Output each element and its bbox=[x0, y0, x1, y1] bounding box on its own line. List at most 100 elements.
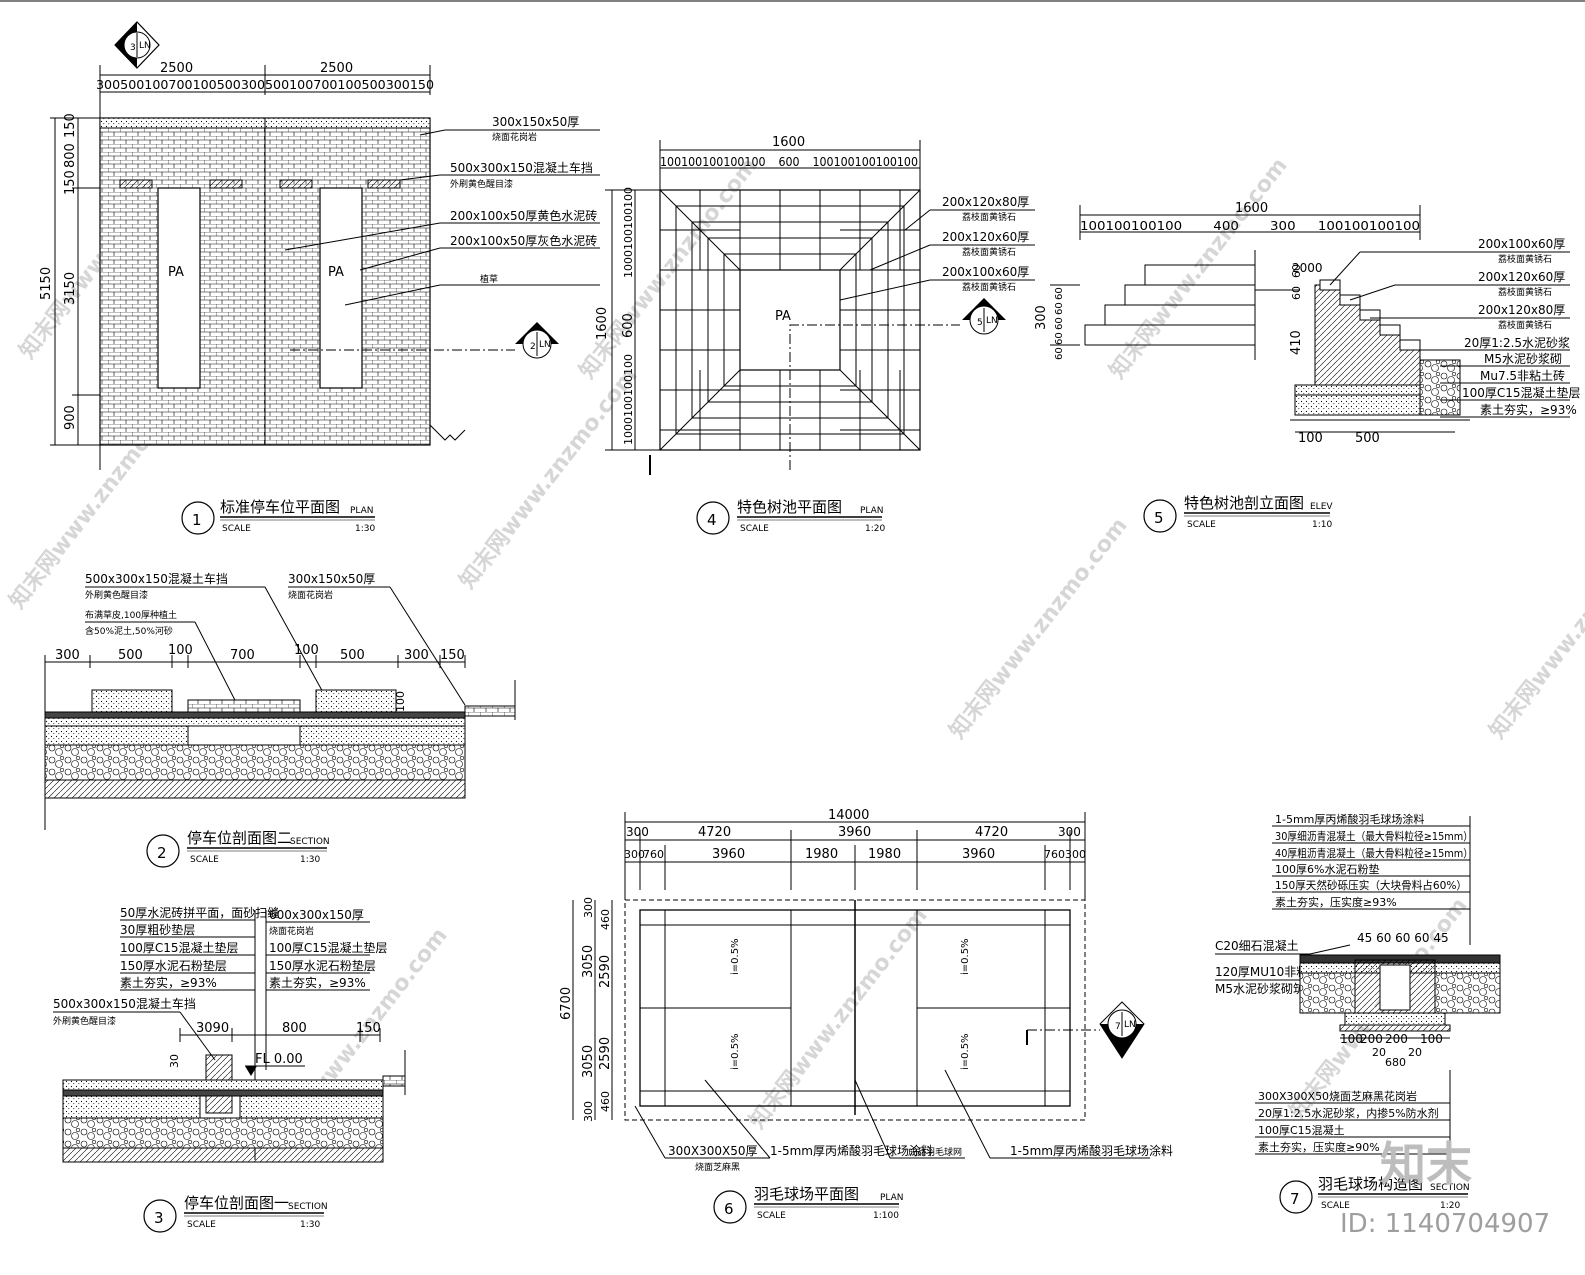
note: 外刷黄色醒目漆 bbox=[53, 1015, 116, 1027]
dim-v: 30 bbox=[168, 1054, 181, 1068]
dim-bottom2: 20 bbox=[1408, 1046, 1422, 1059]
scale-label: SCALE bbox=[757, 1211, 786, 1221]
dim-left1: 300 bbox=[582, 1101, 595, 1122]
note: M5水泥砂浆砌筑 bbox=[1215, 981, 1305, 996]
dim-row1: 4720 bbox=[698, 825, 731, 840]
dim-total: 14000 bbox=[828, 808, 869, 823]
dim-left-small: 1000100100100 bbox=[622, 354, 635, 445]
dim-left1: 3050 bbox=[581, 1045, 596, 1078]
layer: 20厚1:2.5水泥砂浆，内掺5%防水剂 bbox=[1258, 1106, 1439, 1120]
layer: 50厚水泥砖拼平面，面砂扫缝 bbox=[120, 905, 279, 920]
marker-number: 3 bbox=[130, 43, 136, 53]
dim-row2: 760 bbox=[1044, 848, 1065, 861]
detail-en: PLAN bbox=[880, 1193, 904, 1203]
slope: i=0.5% bbox=[730, 1033, 741, 1070]
detail-title: 羽毛球场平面图 bbox=[754, 1185, 859, 1203]
dim-left: 60 bbox=[1054, 302, 1065, 315]
fl-label: FL 0.00 bbox=[255, 1052, 303, 1067]
pa-label: PA bbox=[328, 265, 344, 280]
layer: 300X300X50烧面芝麻黑花岗岩 bbox=[1258, 1089, 1417, 1103]
dim-left: 800 bbox=[63, 143, 78, 168]
dim-left: 150 bbox=[63, 170, 78, 195]
scale: 1:10 bbox=[1312, 520, 1332, 530]
dim: 100 bbox=[168, 643, 193, 658]
note: 100厚C15混凝土垫层 bbox=[1462, 385, 1581, 400]
detail-1-parking-plan: 3 LN 2500 2500 3005001007001005003005001… bbox=[39, 21, 600, 535]
dim: 3090 bbox=[196, 1021, 229, 1036]
scale: 1:20 bbox=[1440, 1201, 1460, 1211]
note: 荔枝面黄锈石 bbox=[962, 281, 1016, 293]
watermark: 知末网www.znzmo.com bbox=[1484, 513, 1585, 744]
dims-top: 45 60 60 60 45 bbox=[1357, 931, 1449, 945]
note: 成品羽毛球网 bbox=[908, 1146, 962, 1158]
dim-row2: 1980 bbox=[805, 847, 838, 862]
pa-label: PA bbox=[775, 309, 791, 324]
dim-row2: 3960 bbox=[962, 847, 995, 862]
dim-left: 3150 bbox=[63, 272, 78, 305]
dim-left-mid: 600 bbox=[621, 313, 636, 338]
layer: 150厚水泥石粉垫层 bbox=[269, 958, 376, 973]
marker-sheet: LN bbox=[1124, 1020, 1136, 1030]
detail-title: 标准停车位平面图 bbox=[220, 498, 340, 516]
dim-row1: 3960 bbox=[838, 825, 871, 840]
marker-number: 5 bbox=[977, 318, 983, 328]
scale: 1:30 bbox=[300, 1220, 320, 1230]
layer: 烧面花岗岩 bbox=[269, 925, 314, 937]
detail-en: SECTION bbox=[288, 1202, 328, 1212]
note: 荔枝面黄锈石 bbox=[962, 246, 1016, 258]
dim-row2: 300 bbox=[1065, 848, 1086, 861]
dim-bottom2: 680 bbox=[1385, 1056, 1406, 1069]
detail-title: 特色树池剖立面图 bbox=[1184, 494, 1304, 512]
dim-total: 1600 bbox=[772, 135, 805, 150]
detail-title: 停车位剖面图一 bbox=[184, 1194, 289, 1212]
note: 300X300X50厚 bbox=[668, 1144, 758, 1158]
scale: 1:20 bbox=[865, 524, 885, 534]
layer: 40厚粗沥青混凝土（最大骨料粒径≥15mm） bbox=[1275, 846, 1473, 860]
note: 500x300x150混凝土车挡 bbox=[53, 996, 196, 1011]
detail-number: 5 bbox=[1154, 509, 1164, 527]
layer: 30厚粗砂垫层 bbox=[120, 922, 195, 937]
note: 1-5mm厚丙烯酸羽毛球场涂料 bbox=[1010, 1143, 1173, 1158]
layer: 100厚C15混凝土垫层 bbox=[120, 940, 239, 955]
detail-en: SECTION bbox=[1430, 1183, 1470, 1193]
dim-left-total: 5150 bbox=[39, 267, 54, 300]
dim: 100 bbox=[294, 643, 319, 658]
dim-mid: 60 bbox=[1290, 264, 1303, 278]
dim-left: 900 bbox=[63, 405, 78, 430]
note: Mu7.5非粘土砖 bbox=[1480, 368, 1565, 383]
dim-row2: 1980 bbox=[868, 847, 901, 862]
detail-number: 6 bbox=[724, 1200, 734, 1218]
detail-number: 2 bbox=[157, 844, 167, 862]
detail-en: PLAN bbox=[350, 506, 374, 516]
dim-row1: 4720 bbox=[975, 825, 1008, 840]
dim-left: 150 bbox=[63, 113, 78, 138]
dim-left1: 3050 bbox=[581, 945, 596, 978]
dim-left-total: 1600 bbox=[595, 307, 610, 340]
dim-left: 300 bbox=[1034, 305, 1049, 330]
slope: i=0.5% bbox=[730, 938, 741, 975]
note: 含50%泥土,50%河砂 bbox=[85, 625, 173, 637]
layer: 150厚水泥石粉垫层 bbox=[120, 958, 227, 973]
dim-row1: 300 bbox=[626, 825, 649, 839]
section-marker: 5 LN bbox=[962, 298, 1006, 335]
dim: 700 bbox=[230, 648, 255, 663]
dim-left: 60 bbox=[1054, 347, 1065, 360]
watermark: 知末网www.znzmo.com bbox=[574, 153, 762, 384]
note: 300x150x50厚 bbox=[492, 115, 579, 129]
scale: 1:30 bbox=[300, 855, 320, 865]
layer: 素土夯实，压实度≥90% bbox=[1258, 1140, 1380, 1154]
scale: 1:100 bbox=[873, 1211, 899, 1221]
note: 布满草皮,100厚种植土 bbox=[85, 609, 177, 621]
note: 20厚1:2.5水泥砂浆 bbox=[1464, 335, 1570, 350]
marker-sheet: LN bbox=[986, 316, 998, 326]
note: 200x100x50厚灰色水泥砖 bbox=[450, 233, 597, 248]
detail-en: ELEV bbox=[1310, 502, 1333, 512]
dim-left: 60 bbox=[1054, 317, 1065, 330]
note: 荔枝面黄锈石 bbox=[962, 211, 1016, 223]
note: 烧面花岗岩 bbox=[492, 131, 537, 143]
layer: 1-5mm厚丙烯酸羽毛球场涂料 bbox=[1275, 812, 1424, 826]
note: 300x150x50厚 bbox=[288, 572, 375, 586]
note: 烧面花岗岩 bbox=[288, 589, 333, 601]
